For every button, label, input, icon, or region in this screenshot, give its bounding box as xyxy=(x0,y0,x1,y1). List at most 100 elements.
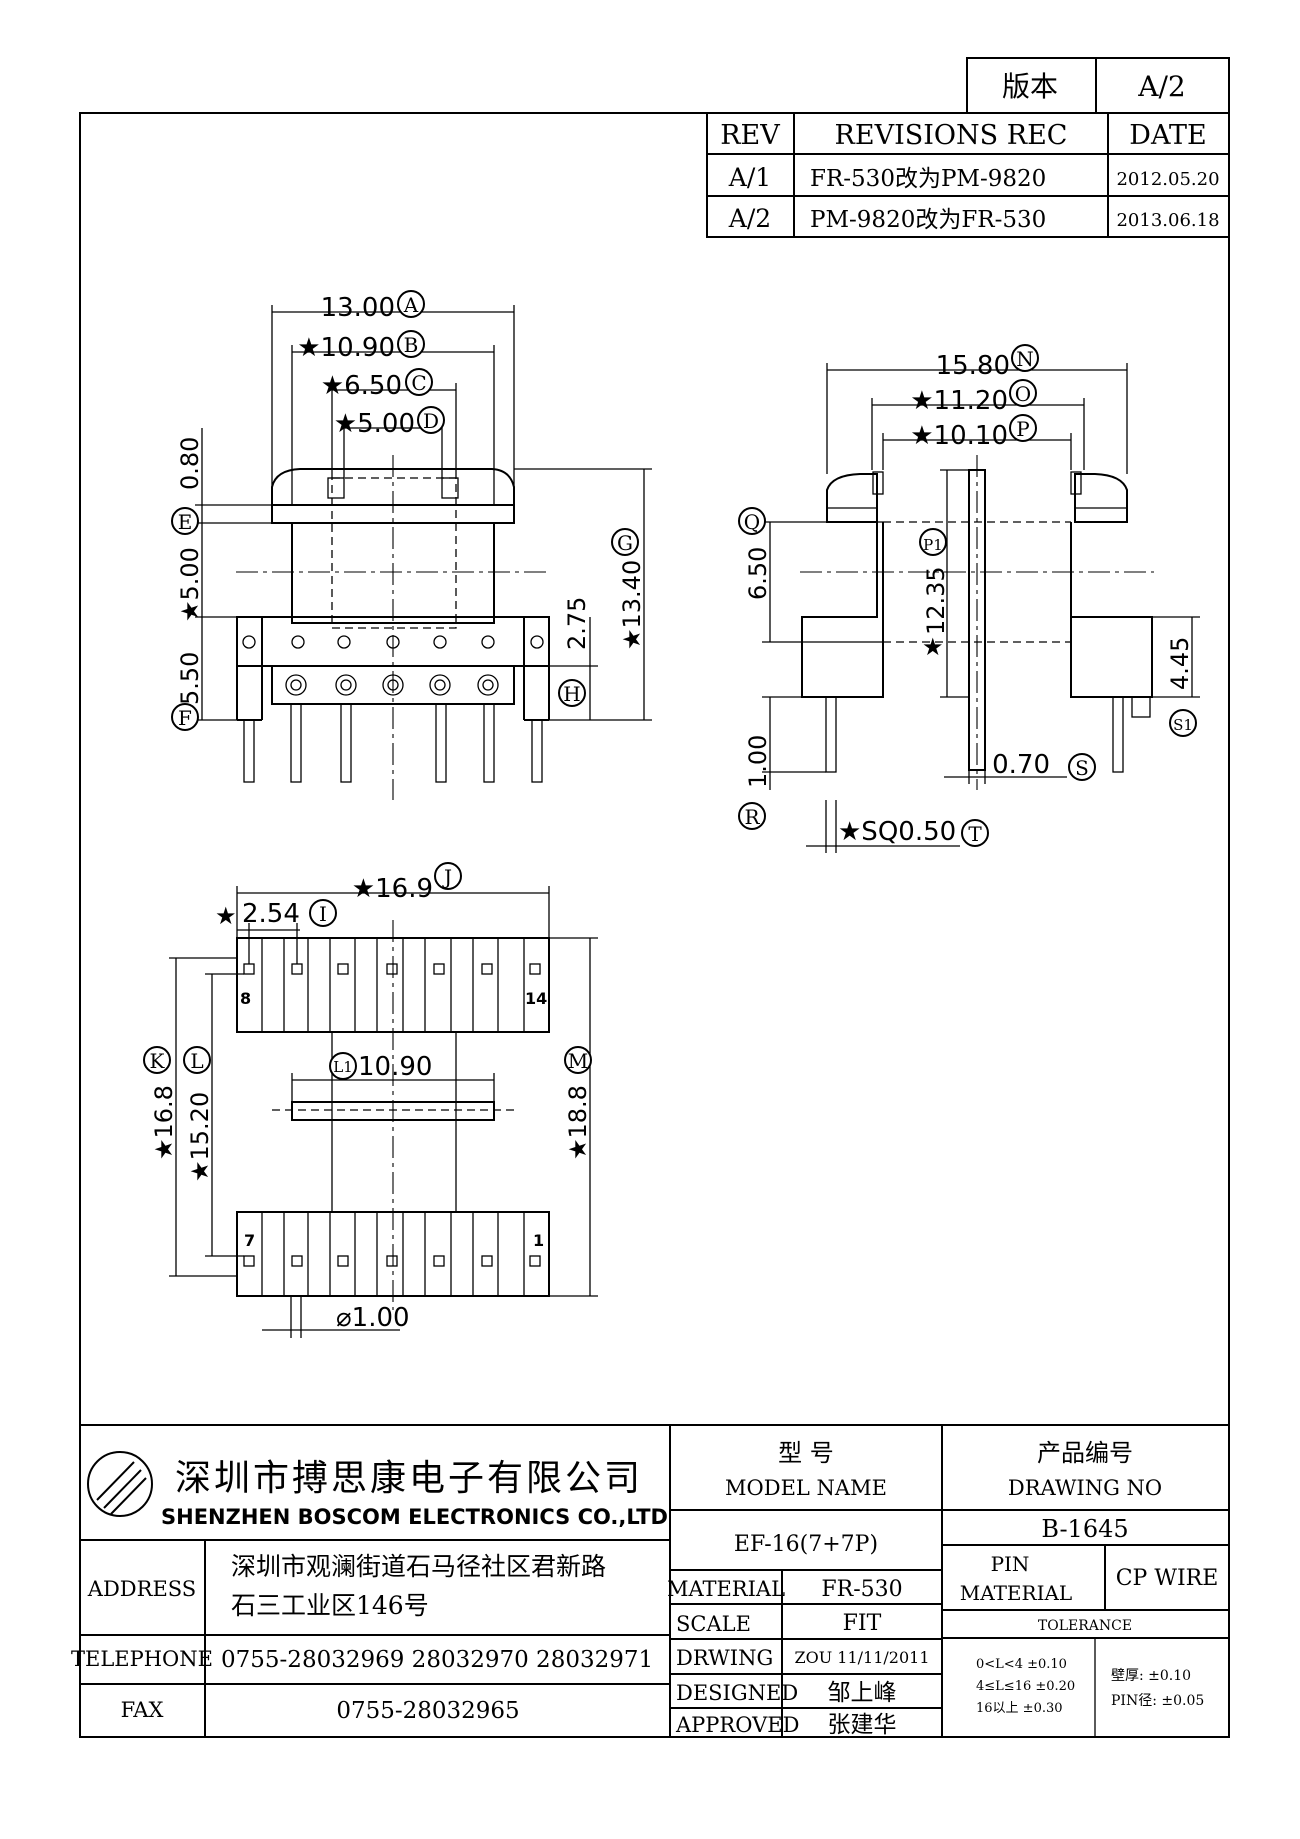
version-value: A/2 xyxy=(1137,70,1185,103)
wall-tolerance: 壁厚: ±0.10 xyxy=(1111,1668,1191,1684)
label-c: C xyxy=(411,371,426,395)
pin-material-label: MATERIAL xyxy=(960,1581,1072,1605)
company-name-cn: 深圳市搏思康电子有限公司 xyxy=(175,1458,643,1499)
pin-material-label: PIN xyxy=(991,1552,1030,1576)
dim-value: 12.35 xyxy=(922,566,950,635)
model-name-cn: 型 号 xyxy=(778,1439,834,1467)
dim-value: 15.80 xyxy=(936,351,1010,381)
designed-value: 邹上峰 xyxy=(828,1680,897,1706)
bottom-circle-labels: J I L1 K L M xyxy=(143,862,592,1080)
dim-value: ★SQ0.50 xyxy=(838,817,956,847)
label-d: D xyxy=(423,409,439,433)
scale-label: SCALE xyxy=(676,1612,751,1636)
title-block: 深圳市搏思康电子有限公司 SHENZHEN BOSCOM ELECTRONICS… xyxy=(71,1424,1230,1738)
drawing-no-value: B-1645 xyxy=(1041,1515,1128,1543)
dim-star: ★ xyxy=(215,902,237,930)
dim-value: 1.00 xyxy=(744,735,772,788)
tolerance-row: 16以上 ±0.30 xyxy=(976,1701,1063,1716)
label-k: K xyxy=(150,1049,166,1073)
revisions-table: REV REVISIONS REC DATE A/1 FR-530改为PM-98… xyxy=(706,112,1230,238)
dim-star: ★ xyxy=(922,633,944,661)
label-g: G xyxy=(617,531,633,555)
dim-value: 6.50 xyxy=(744,547,772,600)
approved-value: 张建华 xyxy=(828,1712,897,1738)
drwing-value: ZOU 11/11/2011 xyxy=(794,1648,929,1667)
telephone-label: TELEPHONE xyxy=(71,1647,213,1671)
front-dimensions xyxy=(195,305,652,721)
label-r: R xyxy=(744,805,760,829)
label-t: T xyxy=(968,822,982,846)
revisions-rec-header: REVISIONS REC xyxy=(835,120,1068,151)
side-dimensions xyxy=(762,363,1200,853)
model-name-en: MODEL NAME xyxy=(725,1476,887,1500)
rev-cell: A/2 xyxy=(728,204,771,233)
dim-value: ★6.50 xyxy=(321,371,402,401)
dim-value: 2.54 xyxy=(242,899,300,929)
company-logo-icon xyxy=(87,1451,153,1517)
label-b: B xyxy=(404,333,419,357)
label-l: L xyxy=(190,1049,203,1073)
drawing-no-cn: 产品编号 xyxy=(1037,1439,1133,1467)
label-e: E xyxy=(178,510,193,534)
label-p: P xyxy=(1016,417,1029,441)
rev-cell: A/1 xyxy=(728,163,771,192)
rec-cell: FR-530改为PM-9820 xyxy=(810,166,1046,192)
label-f: F xyxy=(178,706,192,730)
dim-value: ★10.10 xyxy=(910,421,1008,451)
version-label: 版本 xyxy=(1002,70,1058,103)
fax-label: FAX xyxy=(121,1698,164,1722)
approved-label: APPROVED xyxy=(675,1713,799,1737)
fax-value: 0755-28032965 xyxy=(336,1698,519,1724)
bottom-view: 8 14 7 1 ★16.9 ★ xyxy=(143,862,598,1338)
label-a: A xyxy=(403,293,419,317)
tolerance-label: TOLERANCE xyxy=(1038,1618,1132,1634)
dim-value: ★11.20 xyxy=(910,386,1008,416)
label-p1: P1 xyxy=(923,536,943,554)
dim-value: 5.50 xyxy=(176,652,204,705)
tolerance-row: 4≤L≤16 ±0.20 xyxy=(976,1679,1075,1694)
label-o: O xyxy=(1015,382,1031,406)
material-label: MATERIAL xyxy=(667,1577,785,1601)
side-view: 15.80 ★11.20 ★10.10 6.50 12.35 ★ 4.45 0.… xyxy=(738,344,1200,853)
rec-cell: PM-9820改为FR-530 xyxy=(810,207,1046,233)
material-value: FR-530 xyxy=(821,1577,902,1602)
drawing-no-en: DRAWING NO xyxy=(1008,1476,1162,1500)
label-s: S xyxy=(1075,756,1089,780)
telephone-value: 0755-28032969 28032970 28032971 xyxy=(221,1647,653,1673)
pin-dia-tolerance: PIN径: ±0.05 xyxy=(1111,1693,1204,1709)
dim-value: 2.75 xyxy=(563,597,591,650)
date-header: DATE xyxy=(1129,120,1206,151)
designed-label: DESIGNED xyxy=(676,1681,798,1705)
address-label: ADDRESS xyxy=(87,1577,196,1601)
label-i: I xyxy=(319,902,327,926)
rev-header: REV xyxy=(720,120,780,151)
pins xyxy=(243,703,543,783)
drwing-label: DRWING xyxy=(676,1646,773,1670)
dim-value: 4.45 xyxy=(1166,637,1194,690)
dim-value: 10.90 xyxy=(358,1052,432,1082)
label-l1: L1 xyxy=(333,1058,353,1076)
side-circle-labels: N O P Q P1 S1 S R T xyxy=(738,344,1197,847)
top-pin-row xyxy=(236,937,550,1033)
dim-value: ⌀1.00 xyxy=(336,1303,410,1333)
tolerance-row: 0<L<4 ±0.10 xyxy=(976,1657,1067,1672)
front-view: 13.00 ★10.90 ★6.50 ★5.00 0.80 ★5.00 5.50… xyxy=(171,290,652,800)
company-name-en: SHENZHEN BOSCOM ELECTRONICS CO.,LTD xyxy=(161,1505,668,1529)
dim-value: ★5.00 xyxy=(176,547,204,622)
label-s1: S1 xyxy=(1173,716,1193,734)
label-m: M xyxy=(568,1049,588,1073)
dim-value: 13.00 xyxy=(321,293,395,323)
pin-number: 7 xyxy=(244,1231,255,1250)
date-cell: 2013.06.18 xyxy=(1116,210,1219,231)
scale-value: FIT xyxy=(843,1611,882,1636)
front-circle-labels: A B C D E F G H xyxy=(171,290,639,731)
dim-value: ★5.00 xyxy=(334,409,415,439)
model-name-value: EF-16(7+7P) xyxy=(734,1532,878,1557)
pin-material-value: CP WIRE xyxy=(1116,1566,1219,1591)
pin-number: 8 xyxy=(240,989,251,1008)
label-j: J xyxy=(442,865,452,889)
dim-value: ★10.90 xyxy=(297,333,395,363)
label-h: H xyxy=(563,682,580,706)
dim-value: ★15.20 xyxy=(186,1092,214,1182)
